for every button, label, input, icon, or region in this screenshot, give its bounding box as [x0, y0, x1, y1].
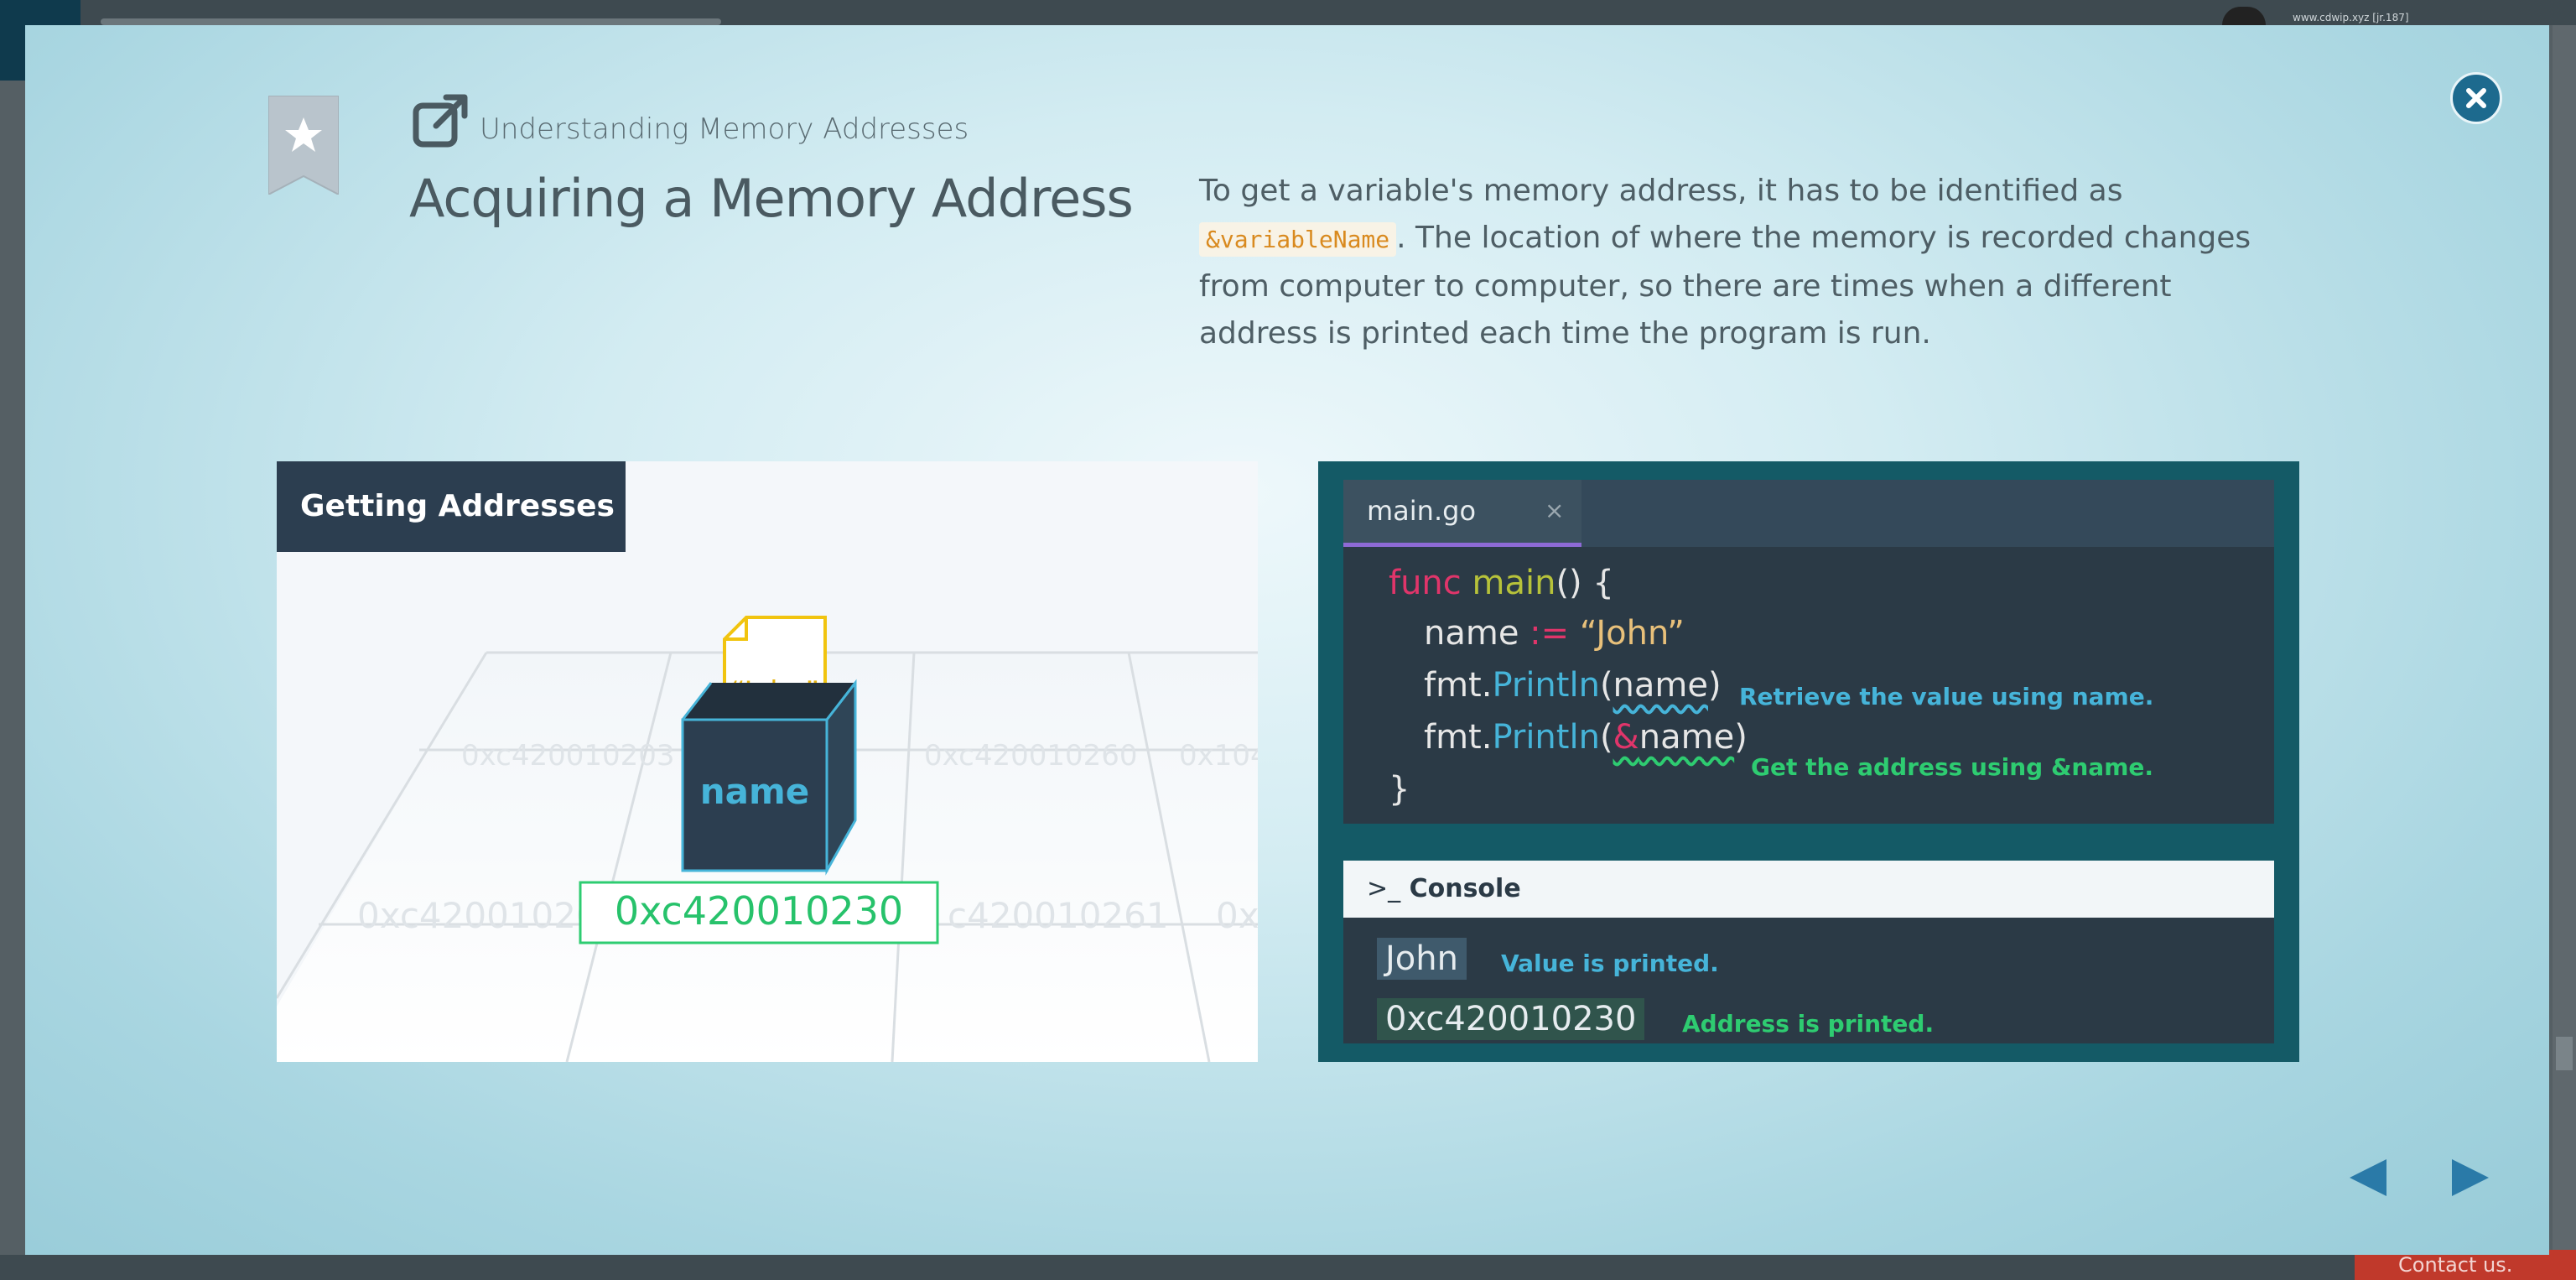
- memory-illustration: 0xc420010203 0xc420010260 0x104 0xc42001…: [277, 461, 1258, 1062]
- code-line-2: name := “John”: [1424, 614, 1685, 653]
- code-token: “John”: [1569, 614, 1685, 653]
- lesson-modal: Understanding Memory Addresses Acquiring…: [25, 25, 2549, 1255]
- code-line-4: fmt.Println(&name): [1424, 718, 1748, 757]
- backdrop-search-bar: [101, 18, 721, 25]
- lesson-description: To get a variable's memory address, it h…: [1199, 168, 2289, 357]
- grid-address: 0x104: [1179, 739, 1258, 773]
- code-token: fmt.: [1424, 718, 1493, 757]
- code-token: ): [1734, 718, 1748, 757]
- console-output: John Value is printed. 0xc420010230 Addr…: [1343, 918, 2274, 1043]
- code-line-5: }: [1389, 770, 1410, 809]
- external-link-icon[interactable]: [411, 92, 470, 151]
- code-token: &: [1613, 718, 1639, 757]
- box-label: name: [700, 771, 810, 812]
- grid-address: 0xc420010260: [924, 739, 1138, 773]
- code-editor: main.go × func main() { name := “John” f…: [1343, 480, 2274, 824]
- illustration-header: Getting Addresses: [277, 461, 626, 552]
- highlight-address-text: 0xc420010230: [615, 888, 903, 934]
- avatar: [2222, 7, 2266, 25]
- close-icon: [2466, 88, 2486, 108]
- breadcrumb: Understanding Memory Addresses: [480, 112, 969, 146]
- backdrop-bottombar: [0, 1255, 2576, 1280]
- code-token: main: [1472, 564, 1556, 602]
- code-token: Println: [1492, 718, 1600, 757]
- grid-address: c420010261: [948, 895, 1169, 936]
- inline-code: &variableName: [1199, 222, 1397, 257]
- prev-arrow-icon[interactable]: [2345, 1154, 2392, 1201]
- scrollbar-thumb[interactable]: [2556, 1037, 2573, 1070]
- output-value-note: Value is printed.: [1501, 950, 1719, 977]
- description-text-part1: To get a variable's memory address, it h…: [1199, 174, 2123, 208]
- description-text-part2: . The location of where the memory is re…: [1199, 221, 2251, 351]
- output-address: 0xc420010230: [1377, 998, 1645, 1040]
- code-token: func: [1389, 564, 1462, 602]
- star-bookmark-icon[interactable]: [268, 96, 339, 195]
- code-token: ): [1707, 666, 1722, 705]
- value-annotation: Retrieve the value using name.: [1739, 683, 2154, 710]
- terminal-icon: >_: [1367, 874, 1401, 903]
- backdrop-user-text: www.cdwip.xyz [jr.187]: [2293, 12, 2409, 23]
- tab-close-icon[interactable]: ×: [1545, 497, 1565, 524]
- code-token: () {: [1555, 564, 1614, 602]
- grid-address: 0xc420010203: [461, 739, 675, 773]
- code-panel: main.go × func main() { name := “John” f…: [1318, 461, 2299, 1062]
- page-title: Acquiring a Memory Address: [409, 168, 1134, 229]
- code-token: (: [1599, 666, 1613, 705]
- code-token: (: [1599, 718, 1613, 757]
- code-line-1: func main() {: [1389, 564, 1614, 602]
- code-token: :=: [1530, 614, 1570, 653]
- contact-us-button[interactable]: Contact us.: [2355, 1250, 2576, 1280]
- highlight-address-box: [579, 881, 939, 944]
- code-token: Println: [1492, 666, 1600, 705]
- grid-address: 0x1: [1216, 895, 1258, 936]
- code-token: name: [1639, 718, 1735, 757]
- grid-address: 0xc42001020: [357, 895, 599, 936]
- code-token: name: [1424, 614, 1530, 653]
- code-token: name: [1613, 666, 1708, 705]
- memory-grid-svg: 0xc420010203 0xc420010260 0x104 0xc42001…: [277, 616, 1258, 1062]
- code-line-3: fmt.Println(name): [1424, 666, 1722, 705]
- code-token: }: [1389, 770, 1410, 809]
- close-button[interactable]: [2450, 72, 2502, 124]
- code-token: fmt.: [1424, 666, 1493, 705]
- output-value: John: [1377, 938, 1467, 980]
- variable-box: name: [681, 679, 857, 876]
- code-area: func main() { name := “John” fmt.Println…: [1343, 547, 2274, 824]
- tab-label: main.go: [1367, 495, 1477, 527]
- editor-tabbar: main.go ×: [1343, 480, 2274, 547]
- output-address-note: Address is printed.: [1682, 1010, 1935, 1038]
- tab-main-go[interactable]: main.go ×: [1343, 480, 1581, 547]
- console-label: Console: [1409, 874, 1521, 903]
- scrollbar[interactable]: [2553, 25, 2576, 1255]
- address-annotation: Get the address using &name.: [1751, 753, 2153, 781]
- next-arrow-icon[interactable]: [2447, 1154, 2494, 1201]
- console-header: >_ Console: [1343, 861, 2274, 918]
